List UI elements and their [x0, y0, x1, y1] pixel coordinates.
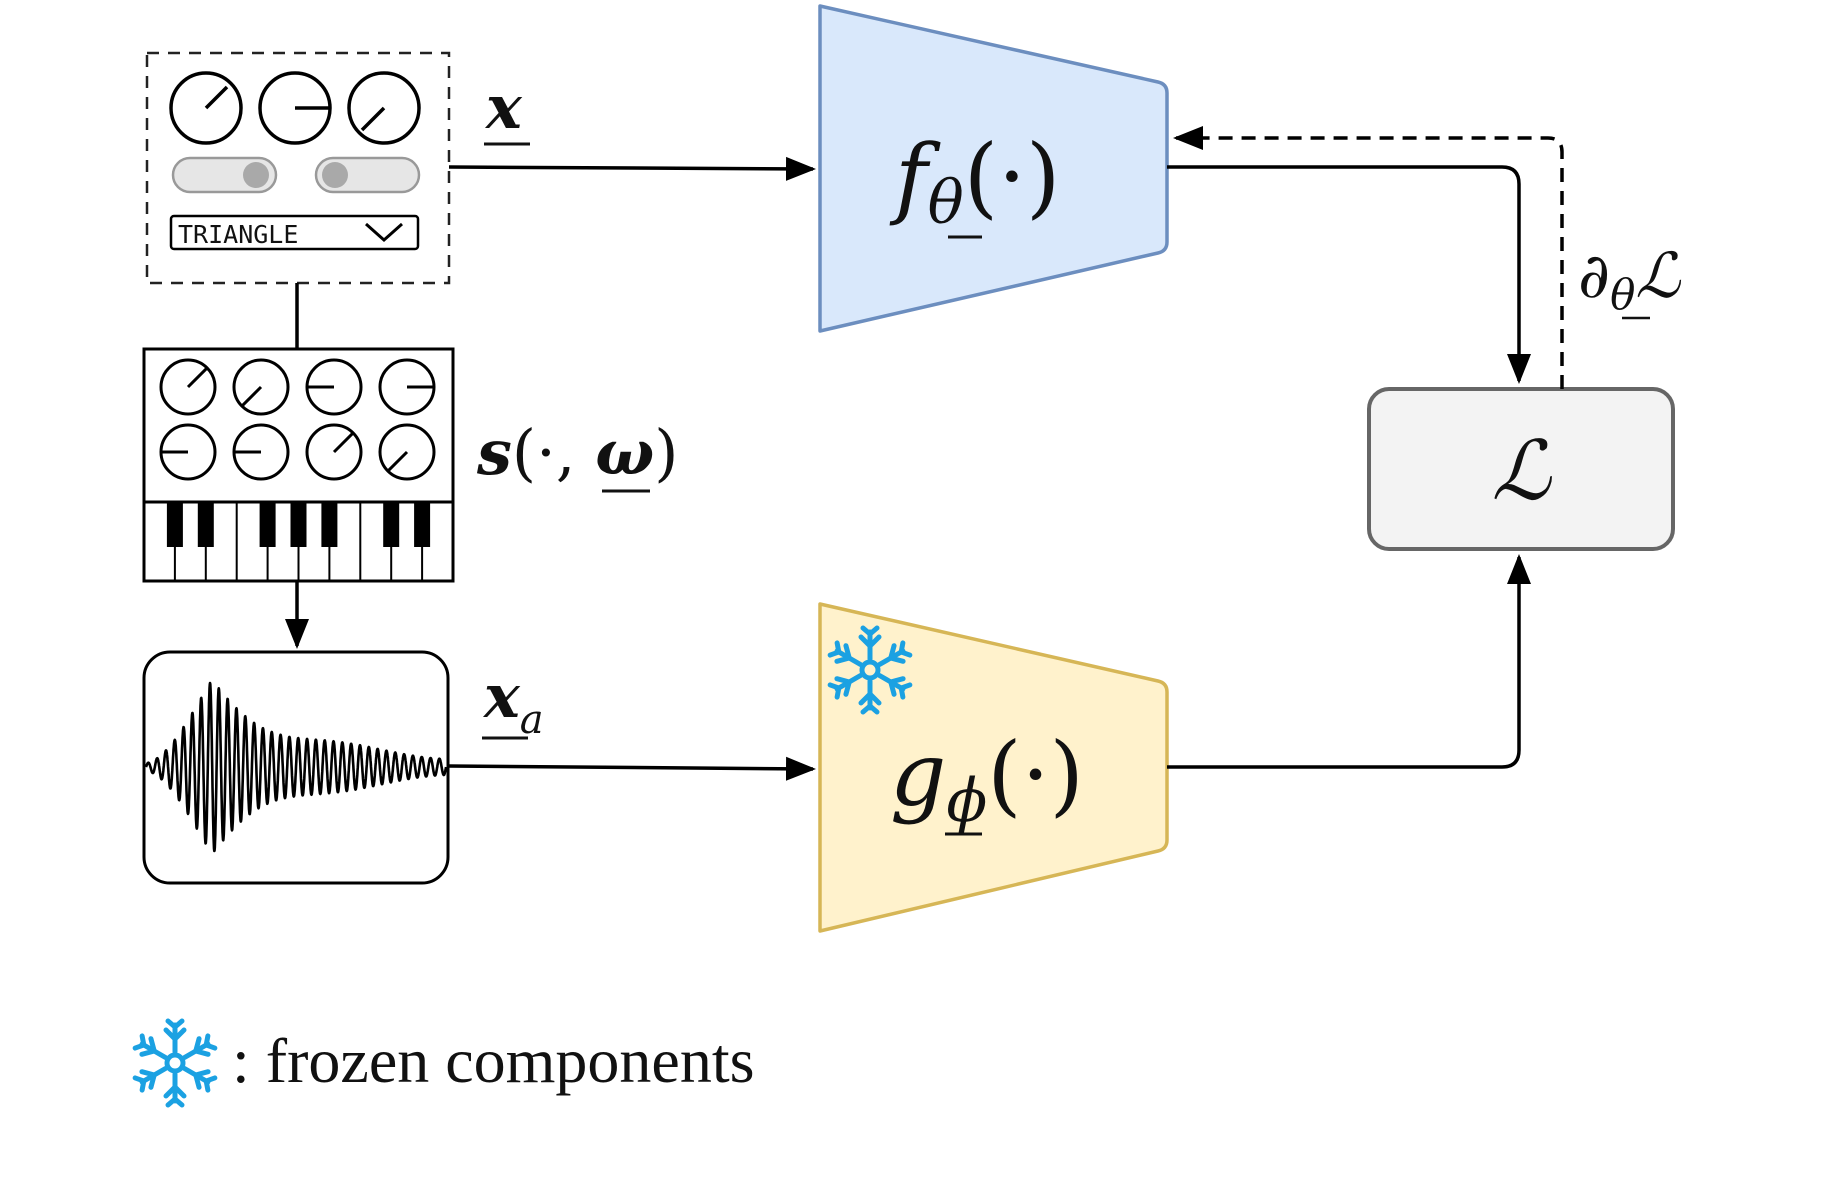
toggle-switch: [171, 156, 278, 194]
gradient-feedback-arrow: [1173, 126, 1564, 389]
gradient-label: ∂θℒ: [1578, 239, 1681, 320]
legend-text: : frozen components: [232, 1025, 755, 1096]
knob-icon: [169, 71, 243, 145]
audio-waveform-box: [142, 650, 450, 885]
piano-black-key: [259, 501, 276, 547]
chevron-down-icon: [365, 222, 403, 243]
snowflake-icon: [134, 1021, 216, 1105]
x-input-arrow: [448, 156, 816, 181]
svg-text:s(·, ω): s(·, ω): [476, 416, 678, 489]
knob-indicator: [332, 431, 355, 454]
f-theta-label: fθ(·): [889, 125, 1060, 238]
knob-indicator: [240, 385, 263, 408]
legend: : frozen components: [134, 1021, 755, 1105]
piano-black-key: [290, 501, 307, 547]
g-phi-label: gϕ(·): [890, 723, 1084, 836]
waveform-dropdown: TRIANGLE: [169, 214, 420, 251]
piano-black-key: [321, 501, 338, 547]
knob-indicator: [186, 366, 209, 389]
f-to-loss-arrow: [1167, 165, 1531, 384]
encoder-f-theta: fθ(·): [818, 4, 1169, 333]
loss-box: ℒ: [1367, 387, 1675, 551]
xa-input-arrow: [447, 756, 816, 781]
synthesizer-icon: [142, 347, 455, 583]
knob-icon: [347, 71, 421, 145]
knob-indicator: [386, 450, 409, 473]
piano-black-key: [197, 501, 214, 547]
svg-text:∂θℒ: ∂θℒ: [1578, 239, 1681, 319]
knob-icon: [258, 71, 332, 145]
svg-text:x: x: [484, 73, 523, 143]
encoder-g-phi: gϕ(·): [818, 602, 1169, 933]
svg-text:xa: xa: [482, 662, 544, 743]
audio-waveform-icon: [144, 681, 448, 853]
xa-label: xa: [482, 662, 544, 743]
waveform-dropdown-value: TRIANGLE: [178, 220, 298, 249]
piano-black-key: [414, 501, 431, 547]
g-to-loss-arrow: [1167, 554, 1531, 769]
toggle-switch: [314, 156, 421, 194]
x-label: x: [484, 73, 530, 146]
synth-control-panel: TRIANGLE: [145, 51, 451, 285]
piano-black-key: [383, 501, 400, 547]
loss-label: ℒ: [1491, 424, 1552, 519]
synth-function-label: s(·, ω): [476, 416, 678, 493]
piano-black-key: [166, 501, 183, 547]
